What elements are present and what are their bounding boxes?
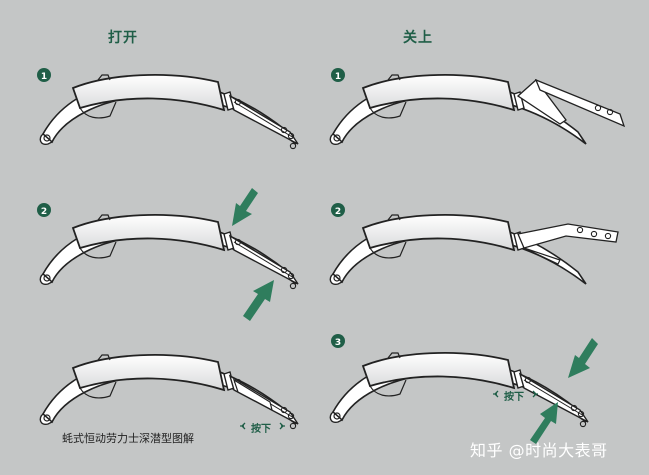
diagram-caption: 蚝式恒动劳力士深潜型图解 — [62, 432, 194, 445]
close-step-2-marker — [331, 203, 345, 217]
close-step-1-clasp — [329, 73, 626, 146]
open-step-2-clasp — [39, 213, 299, 290]
close-step-1-number: 1 — [335, 72, 341, 82]
close-step-1-marker — [331, 68, 345, 82]
open-step-1-clasp — [39, 73, 299, 150]
open-column-title: 打开 — [108, 30, 138, 46]
close-step-2-number: 2 — [335, 207, 341, 217]
open-step-2-number: 2 — [41, 207, 47, 217]
open-press-label: 按下 — [251, 424, 271, 435]
close-press-label: 按下 — [504, 392, 524, 403]
watermark: 知乎 @时尚大表哥 — [470, 441, 608, 460]
open-step-1-number: 1 — [41, 72, 47, 82]
close-step-3-number: 3 — [335, 338, 341, 348]
open-press-arrow-bottom — [243, 280, 274, 321]
close-press-brackets — [493, 390, 538, 398]
close-column-title: 关上 — [403, 30, 433, 46]
close-step-2-clasp — [329, 213, 619, 286]
close-press-arrow-bottom — [530, 402, 558, 444]
open-press-brackets — [240, 422, 285, 430]
open-step-3-clasp — [39, 353, 299, 430]
open-press-arrow-top — [232, 188, 258, 226]
close-press-arrow-top — [568, 338, 598, 378]
open-step-2-marker — [37, 203, 51, 217]
close-step-3-marker — [331, 334, 345, 348]
open-step-1-marker — [37, 68, 51, 82]
